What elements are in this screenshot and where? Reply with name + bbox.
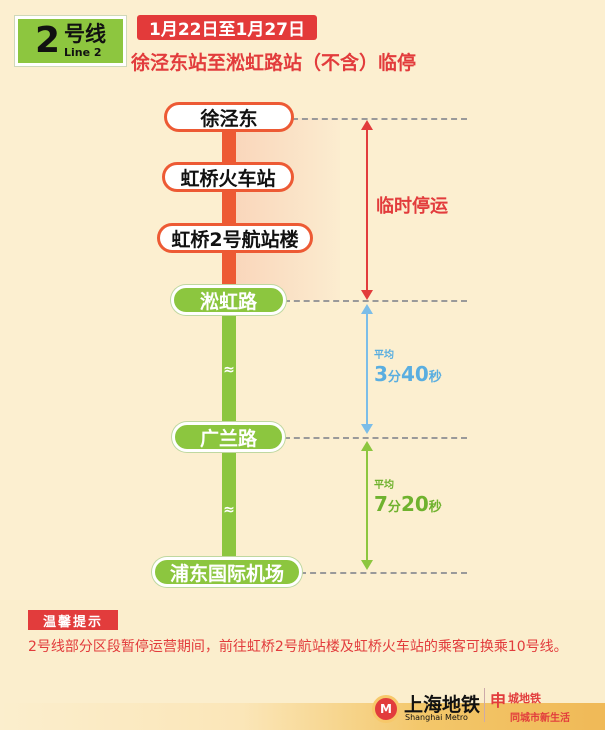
- notice-title: 徐泾东站至淞虹路站（不含）临停: [131, 52, 417, 74]
- guide-line: [284, 300, 467, 302]
- brand2-char: 申: [490, 691, 507, 710]
- track-break-icon: ≈: [223, 502, 235, 518]
- interval1-prefix: 平均: [374, 350, 394, 361]
- line-number: 2: [34, 20, 61, 61]
- arrow-up-icon: [361, 441, 373, 451]
- footer-stripe: [0, 703, 605, 730]
- arrow-up-icon: [361, 120, 373, 130]
- brand-name: 上海地铁: [404, 694, 481, 716]
- line-badge: 2 号线 Line 2: [15, 16, 126, 66]
- brand-english: Shanghai Metro: [405, 713, 468, 722]
- interval2-value: 7分20秒: [374, 492, 442, 516]
- brand2-line2: 同城市新生活: [510, 713, 570, 724]
- arrow-down-icon: [361, 290, 373, 300]
- secondary-brand: 申 城地铁 同城市新生活: [490, 687, 600, 727]
- interval2-prefix: 平均: [374, 480, 394, 491]
- shanghai-metro-logo-icon: M: [372, 695, 400, 723]
- tip-title: 温馨提示: [28, 610, 118, 630]
- tip-text: 2号线部分区段暂停运营期间，前往虹桥2号航站楼及虹桥火车站的乘客可换乘10号线。: [28, 639, 568, 655]
- station-guanglan-road: 广兰路: [172, 422, 285, 452]
- suspended-panel: [230, 118, 340, 300]
- interval2-arrow-line: [366, 449, 368, 561]
- guide-line: [284, 437, 467, 439]
- station-songhong-road: 淞虹路: [171, 285, 286, 315]
- guide-line: [292, 118, 467, 120]
- interval1-value: 3分40秒: [374, 362, 442, 386]
- station-hongqiao-t2: 虹桥2号航站楼: [157, 223, 313, 253]
- interval1-arrow-line: [366, 312, 368, 426]
- line-english: Line 2: [64, 46, 102, 59]
- suspended-arrow-line: [366, 128, 368, 292]
- line-hao: 号线: [64, 22, 107, 46]
- suspended-label: 临时停运: [376, 196, 448, 217]
- track-suspended: [222, 120, 236, 300]
- date-range: 1月22日至1月27日: [137, 15, 317, 40]
- guide-line: [300, 572, 467, 574]
- arrow-down-icon: [361, 560, 373, 570]
- brand2-line1: 城地铁: [508, 692, 541, 705]
- footer-divider: [484, 688, 485, 722]
- track-break-icon: ≈: [223, 362, 235, 378]
- diagram-area: 2 号线 Line 2 1月22日至1月27日 徐泾东站至淞虹路站（不含）临停 …: [15, 15, 467, 587]
- station-hongqiao-railway: 虹桥火车站: [162, 162, 294, 192]
- arrow-down-icon: [361, 424, 373, 434]
- station-xujingdong: 徐泾东: [164, 102, 294, 132]
- arrow-up-icon: [361, 304, 373, 314]
- station-pudong-airport: 浦东国际机场: [152, 557, 302, 587]
